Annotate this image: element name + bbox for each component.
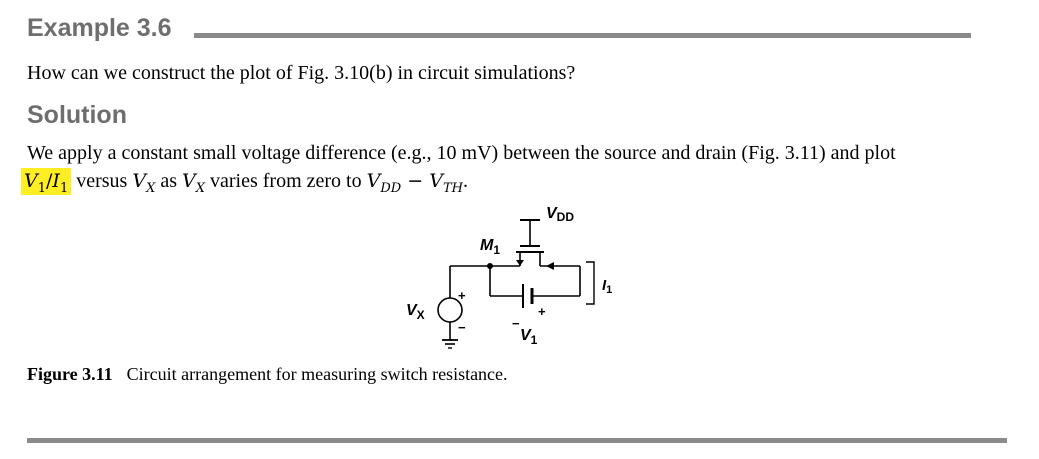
current-bracket xyxy=(586,261,595,305)
question-text: How can we construct the plot of Fig. 3.… xyxy=(27,62,576,84)
source-arrow xyxy=(516,260,524,266)
vx-symbol: VX xyxy=(132,170,156,196)
caption-text: Circuit arrangement for measuring switch… xyxy=(126,364,508,384)
v1-label: V1 xyxy=(520,327,538,347)
solution-line-1: We apply a constant small voltage differ… xyxy=(27,142,896,164)
current-arrow xyxy=(546,262,554,270)
vx-label: VX xyxy=(406,302,425,322)
vdd-label: VDD xyxy=(546,205,574,224)
solution-line-2: V1/I1 versus VX as VX varies from zero t… xyxy=(21,168,468,196)
battery-minus: − xyxy=(512,316,520,331)
i1-label: I1 xyxy=(602,277,612,296)
solution-title: Solution xyxy=(27,101,127,129)
source-minus: − xyxy=(458,320,466,335)
bottom-rule xyxy=(27,438,1007,443)
caption-number: Figure 3.11 xyxy=(27,364,113,384)
example-title: Example 3.6 xyxy=(27,14,172,42)
vth-symbol: VTH xyxy=(429,170,463,196)
example-title-rule xyxy=(194,33,971,38)
figure-caption: Figure 3.11 Circuit arrangement for measu… xyxy=(27,364,508,385)
circuit-diagram: VDD M1 I1 − + V1 xyxy=(406,205,612,349)
source-plus: + xyxy=(458,288,466,303)
battery-plus: + xyxy=(538,304,546,319)
vdd-symbol: VDD xyxy=(366,170,402,196)
highlighted-ratio: V1/I1 xyxy=(21,168,72,196)
vx-symbol: VX xyxy=(182,170,205,196)
m1-label: M1 xyxy=(480,237,500,257)
